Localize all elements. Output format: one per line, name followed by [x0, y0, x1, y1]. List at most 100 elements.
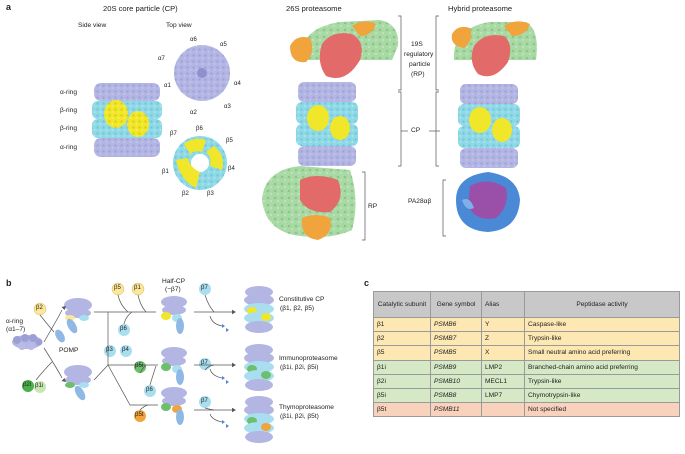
beta4-label: β4: [228, 166, 235, 172]
table-row: β1 PSMB6 Y Caspase-like: [373, 316, 680, 333]
hybrid-proteasome-title: Hybrid proteasome: [448, 4, 513, 13]
token-b4: β4: [122, 347, 129, 353]
ring-label-alpha-bottom: α-ring: [60, 144, 78, 151]
catalytic-subunit-table: Catalytic subunit Gene symbol Alias Pept…: [373, 291, 680, 418]
token-b6-lower: β6: [146, 387, 153, 393]
cp-side-view: [92, 83, 162, 157]
core-particle-title: 20S core particle (CP): [103, 4, 178, 13]
ring-label-beta-top: β-ring: [60, 107, 77, 114]
header-catalytic-subunit: Catalytic subunit: [373, 291, 431, 318]
beta6-label: β6: [196, 126, 203, 132]
thymoproteasome-label: Thymoproteasome: [279, 404, 334, 411]
cp-label: CP: [411, 127, 421, 134]
token-b3: β3: [106, 347, 113, 353]
cell-alias: MECL1: [481, 373, 525, 389]
cell-subunit: β5i: [373, 387, 431, 404]
beta1-label: β1: [162, 169, 169, 175]
hybrid-proteasome-structure: [451, 21, 537, 232]
rp-label-line1: 19S: [411, 41, 423, 48]
cell-subunit: β5t: [373, 402, 431, 418]
alpha1-label: α1: [164, 83, 171, 89]
table-header-row: Catalytic subunit Gene symbol Alias Pept…: [373, 291, 680, 318]
bracket-lines: [362, 15, 446, 241]
table-row: β5 PSMB5 X Small neutral amino acid pref…: [373, 345, 680, 361]
alpha5-label: α5: [220, 42, 227, 48]
token-b1: β1: [134, 285, 141, 291]
beta5-label: β5: [226, 138, 233, 144]
alpha-ring-top-view: [174, 45, 230, 101]
cell-activity: Not specified: [524, 402, 680, 418]
rp-label-line3: particle: [409, 61, 431, 68]
rp-label-line4: (RP): [411, 71, 425, 78]
cell-gene: PSMB10: [430, 373, 482, 389]
pa28-label: PA28αβ: [408, 198, 432, 205]
cell-gene: PSMB11: [430, 402, 482, 418]
alpha3-label: α3: [224, 104, 231, 110]
table-row: β5i PSMB8 LMP7 Chymotrypsin-like: [373, 387, 680, 404]
cell-alias: [481, 402, 525, 418]
alpha4-label: α4: [234, 81, 241, 87]
cell-gene: PSMB9: [430, 359, 482, 375]
alpha7-label: α7: [158, 56, 165, 62]
panel-a-letter: a: [6, 2, 12, 12]
token-b5t: β5t: [135, 412, 144, 418]
cell-activity: Small neutral amino acid preferring: [524, 345, 680, 361]
cell-gene: PSMB8: [430, 387, 482, 404]
immunoproteasome-label: Immunoproteasome: [279, 355, 338, 362]
header-alias: Alias: [481, 291, 525, 318]
cell-activity: Caspase-like: [524, 316, 680, 333]
thymoproteasome-subunits: (β1i, β2i, β5t): [280, 413, 319, 420]
cell-alias: Z: [481, 331, 525, 347]
token-b5i: β5i: [135, 363, 144, 369]
cell-gene: PSMB5: [430, 345, 482, 361]
side-view-label: Side view: [78, 22, 107, 29]
token-b7-thymo: β7: [201, 398, 208, 404]
pomp-label: POMP: [59, 347, 79, 354]
token-b1i: β1i: [35, 383, 44, 389]
cell-alias: Y: [481, 316, 525, 333]
proteasome-26s-structure: [262, 20, 399, 240]
half-cp-minus-b7-label: (−β7): [165, 286, 181, 293]
beta-ring-top-view: [173, 136, 227, 190]
half-cp-label: Half-CP: [162, 278, 186, 285]
cell-subunit: β2i: [373, 373, 431, 389]
alpha-ring-label: α-ring: [6, 318, 24, 325]
beta7-label: β7: [170, 131, 177, 137]
constitutive-cp-subunits: (β1, β2, β5): [280, 305, 315, 312]
rp-label-line2: regulatory: [404, 51, 434, 58]
cell-activity: Chymotrypsin-like: [524, 387, 680, 404]
cell-gene: PSMB6: [430, 316, 482, 333]
cell-subunit: β2: [373, 331, 431, 347]
ring-label-beta-bottom: β-ring: [60, 125, 77, 132]
token-b7-constitutive: β7: [201, 285, 208, 291]
token-b5: β5: [114, 285, 121, 291]
rp-bottom-label: RP: [368, 203, 378, 210]
panel-c-letter: c: [364, 278, 370, 288]
cell-subunit: β1: [373, 316, 431, 333]
alpha-ring-range-label: (α1–7): [6, 326, 26, 333]
header-peptidase-activity: Peptidase activity: [524, 291, 680, 318]
panel-b-graphics: [12, 282, 274, 443]
token-b7-immuno: β7: [201, 360, 208, 366]
alpha2-label: α2: [190, 110, 197, 116]
cell-subunit: β5: [373, 345, 431, 361]
cell-alias: LMP7: [481, 387, 525, 404]
top-view-label: Top view: [166, 22, 192, 29]
cell-activity: Trypsin-like: [524, 373, 680, 389]
ring-label-alpha-top: α-ring: [60, 89, 78, 96]
header-gene-symbol: Gene symbol: [430, 291, 482, 318]
cell-gene: PSMB7: [430, 331, 482, 347]
proteasome-26s-title: 26S proteasome: [286, 4, 342, 13]
cell-alias: X: [481, 345, 525, 361]
table-row: β2 PSMB7 Z Trypsin-like: [373, 331, 680, 347]
table-row: β5t PSMB11 Not specified: [373, 402, 680, 418]
panel-b-letter: b: [6, 278, 12, 288]
alpha6-label: α6: [190, 37, 197, 43]
table-row: β1i PSMB9 LMP2 Branched-chain amino acid…: [373, 359, 680, 375]
token-b2: β2: [36, 305, 43, 311]
constitutive-cp-label: Constitutive CP: [279, 296, 325, 303]
token-b6: β6: [120, 326, 127, 332]
cell-activity: Branched-chain amino acid preferring: [524, 359, 680, 375]
cell-subunit: β1i: [373, 359, 431, 375]
